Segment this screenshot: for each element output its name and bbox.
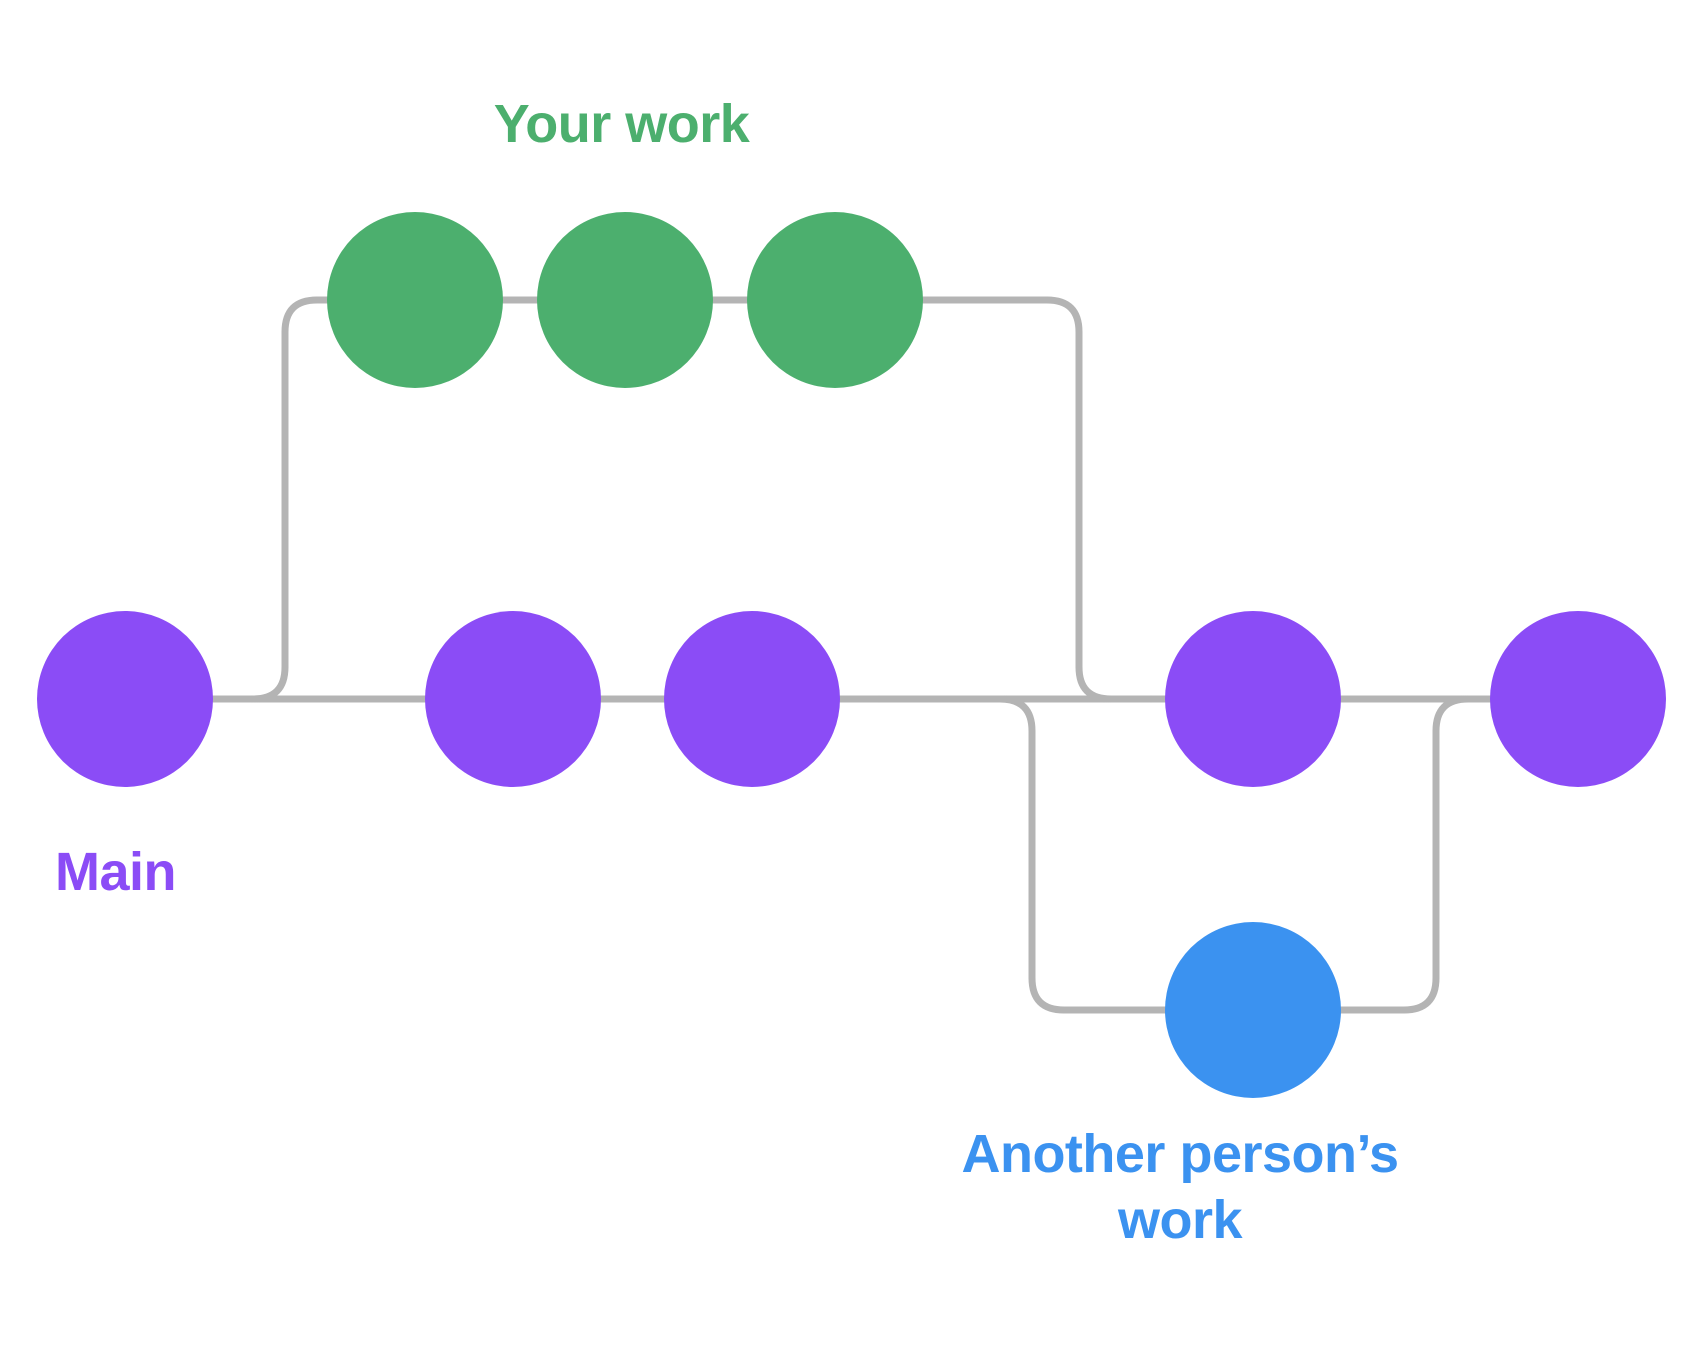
node-your-work-commit-1[interactable] <box>327 212 503 388</box>
node-layer <box>37 212 1666 1098</box>
node-main-commit-5[interactable] <box>1490 611 1666 787</box>
node-another-person-commit-1[interactable] <box>1165 922 1341 1098</box>
connector-layer <box>209 296 1494 1014</box>
connector-merge-in-your-work <box>919 296 1154 703</box>
node-main-commit-3[interactable] <box>664 611 840 787</box>
branch-label-your-work: Your work <box>493 94 750 154</box>
node-your-work-commit-3[interactable] <box>747 212 923 388</box>
node-main-commit-2[interactable] <box>425 611 601 787</box>
connector-branch-out-your-work <box>249 296 331 703</box>
node-main-commit-4[interactable] <box>1165 611 1341 787</box>
connector-branch-out-another-person <box>876 695 1169 1014</box>
node-your-work-commit-2[interactable] <box>537 212 713 388</box>
branch-label-another-person-work: Another person’s work <box>961 1124 1399 1250</box>
node-main-commit-1[interactable] <box>37 611 213 787</box>
connector-merge-in-another-person <box>1337 695 1494 1014</box>
branch-label-main: Main <box>55 842 177 902</box>
